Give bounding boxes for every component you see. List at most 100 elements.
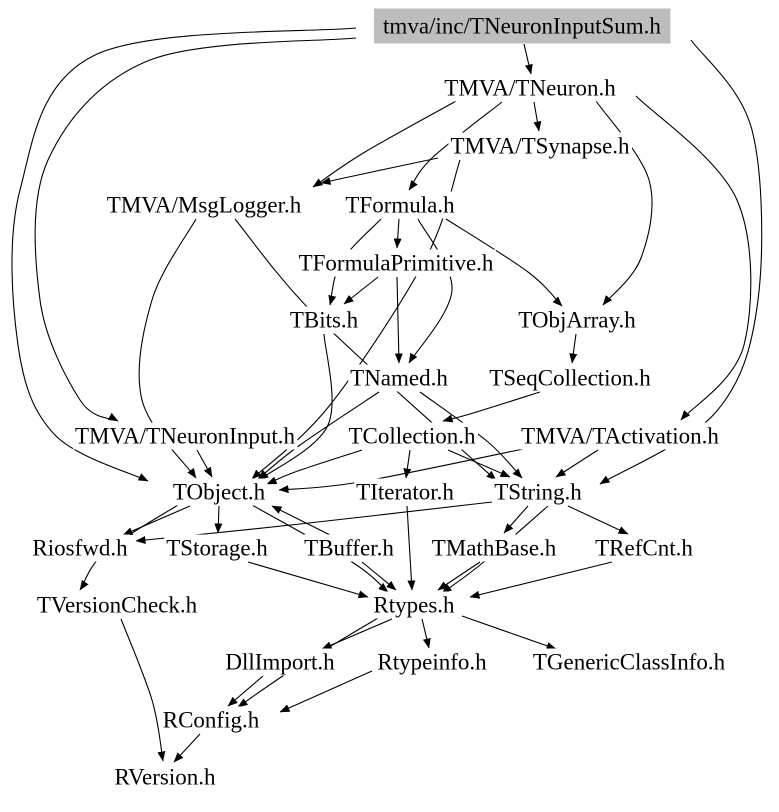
node-TFormula[interactable]: TFormula.h: [343, 191, 458, 219]
node-DllImport[interactable]: DllImport.h: [223, 648, 338, 676]
edge-TFormula-to-TObjArray: [445, 218, 563, 307]
node-Rtypes[interactable]: Rtypes.h: [371, 591, 458, 619]
node-TNamed[interactable]: TNamed.h: [348, 364, 451, 392]
node-label-TIterator[interactable]: TIterator.h: [356, 480, 454, 505]
edge-TNeuron-to-TFormula: [408, 101, 503, 191]
node-Riosfwd[interactable]: Riosfwd.h: [30, 534, 131, 562]
edge-TNeuron-to-TActivation: [635, 95, 752, 421]
node-TVersionCheck[interactable]: TVersionCheck.h: [34, 591, 200, 619]
node-bg-TMathBase: [429, 534, 559, 562]
node-bg-TRefCnt: [593, 534, 696, 562]
node-label-TBits[interactable]: TBits.h: [290, 308, 359, 333]
node-bg-TObject: [170, 478, 268, 506]
root-node-box: [374, 8, 671, 44]
node-bg-TFormula: [343, 191, 458, 219]
node-TStorage[interactable]: TStorage.h: [164, 534, 271, 562]
node-label-TNamed[interactable]: TNamed.h: [350, 366, 448, 391]
node-TBits[interactable]: TBits.h: [287, 306, 361, 334]
node-bg-Rtypes: [371, 591, 458, 619]
node-TNeuronInputSum: tmva/inc/TNeuronInputSum.h: [374, 8, 671, 44]
node-TRefCnt[interactable]: TRefCnt.h: [593, 534, 696, 562]
edge-TSeqCollection-to-TCollection: [442, 391, 541, 423]
node-label-TNeuronInput[interactable]: TMVA/TNeuronInput.h: [75, 424, 295, 449]
edge-TNeuronInput-to-TObject: [196, 449, 213, 478]
node-label-Rtypeinfo[interactable]: Rtypeinfo.h: [377, 650, 487, 675]
node-label-TSynapse[interactable]: TMVA/TSynapse.h: [450, 134, 630, 159]
node-TNeuronInput[interactable]: TMVA/TNeuronInput.h: [73, 422, 298, 450]
node-bg-TNeuronInput: [73, 422, 298, 450]
node-TFormulaPrimitive[interactable]: TFormulaPrimitive.h: [296, 249, 496, 277]
node-label-TRefCnt[interactable]: TRefCnt.h: [595, 536, 693, 561]
edge-TNamed-to-TObject: [257, 391, 380, 480]
node-TIterator[interactable]: TIterator.h: [354, 478, 457, 506]
node-TGenericClassInfo[interactable]: TGenericClassInfo.h: [530, 648, 728, 676]
node-label-TActivation[interactable]: TMVA/TActivation.h: [521, 424, 719, 449]
edge-TNeuronInputSum-to-TNeuron: [523, 43, 533, 75]
node-TNeuron[interactable]: TMVA/TNeuron.h: [442, 74, 619, 102]
edge-TBuffer-to-Rtypes: [361, 561, 397, 591]
edge-TNamed-to-TString: [419, 391, 523, 479]
node-Rtypeinfo[interactable]: Rtypeinfo.h: [375, 648, 490, 676]
node-label-TStorage[interactable]: TStorage.h: [166, 536, 268, 561]
node-MsgLogger[interactable]: TMVA/MsgLogger.h: [104, 191, 304, 219]
node-TSeqCollection[interactable]: TSeqCollection.h: [487, 364, 654, 392]
node-bg-TString: [492, 478, 585, 506]
node-label-TNeuron[interactable]: TMVA/TNeuron.h: [444, 76, 616, 101]
edge-TBits-to-TObject: [258, 333, 333, 481]
edge-TNeuron-to-TSynapse: [533, 101, 542, 132]
node-label-TObjArray[interactable]: TObjArray.h: [518, 308, 636, 333]
edge-TFormula-to-TNamed: [408, 218, 453, 364]
node-TCollection[interactable]: TCollection.h: [346, 422, 479, 450]
node-TObjArray[interactable]: TObjArray.h: [516, 306, 639, 334]
node-label-TVersionCheck[interactable]: TVersionCheck.h: [37, 593, 198, 618]
edge-TVersionCheck-to-RVersion: [120, 618, 166, 762]
node-TActivation[interactable]: TMVA/TActivation.h: [519, 422, 722, 450]
node-bg-TStorage: [164, 534, 271, 562]
node-TSynapse[interactable]: TMVA/TSynapse.h: [448, 132, 633, 160]
node-label-TFormula[interactable]: TFormula.h: [345, 193, 455, 218]
edge-MsgLogger-to-TString: [234, 218, 497, 481]
edge-TIterator-to-Rtypes: [406, 505, 416, 591]
node-TBuffer[interactable]: TBuffer.h: [302, 534, 397, 562]
node-label-TMathBase[interactable]: TMathBase.h: [432, 536, 557, 561]
node-bg-TBits: [287, 306, 361, 334]
node-label-Riosfwd[interactable]: Riosfwd.h: [32, 536, 128, 561]
node-label-DllImport[interactable]: DllImport.h: [225, 650, 335, 675]
edge-TFormula-to-TFormulaPrimitive: [393, 218, 402, 249]
node-label-TFormulaPrimitive[interactable]: TFormulaPrimitive.h: [299, 251, 494, 276]
node-label-RVersion[interactable]: RVersion.h: [114, 765, 216, 790]
node-bg-TCollection: [346, 422, 479, 450]
node-bg-TActivation: [519, 422, 722, 450]
edge-TString-to-TMathBase: [503, 505, 529, 534]
node-label-TGenericClassInfo[interactable]: TGenericClassInfo.h: [533, 650, 726, 675]
edge-TRefCnt-to-Rtypes: [469, 561, 613, 599]
edge-TObjArray-to-TSeqCollection: [569, 333, 578, 364]
node-TObject[interactable]: TObject.h: [170, 478, 268, 506]
node-TString[interactable]: TString.h: [492, 478, 585, 506]
node-label-MsgLogger[interactable]: TMVA/MsgLogger.h: [107, 193, 302, 218]
node-RConfig[interactable]: RConfig.h: [160, 706, 262, 734]
edge-TNeuronInputSum-to-TNeuronInput: [34, 37, 357, 422]
node-label-TBuffer[interactable]: TBuffer.h: [304, 536, 394, 561]
edge-TObject-to-Riosfwd: [122, 505, 191, 536]
node-label-Rtypes[interactable]: Rtypes.h: [373, 593, 455, 618]
node-TMathBase[interactable]: TMathBase.h: [429, 534, 559, 562]
edge-TMathBase-to-Rtypes: [437, 561, 481, 591]
edge-Rtypeinfo-to-RConfig: [279, 670, 373, 713]
node-bg-Riosfwd: [30, 534, 131, 562]
node-bg-MsgLogger: [104, 191, 304, 219]
node-RVersion[interactable]: RVersion.h: [112, 763, 219, 791]
node-bg-TGenericClassInfo: [530, 648, 728, 676]
node-label-TNeuronInputSum: tmva/inc/TNeuronInputSum.h: [383, 14, 661, 39]
node-bg-TNeuron: [442, 74, 619, 102]
node-label-RConfig[interactable]: RConfig.h: [163, 708, 260, 733]
node-label-TCollection[interactable]: TCollection.h: [348, 424, 476, 449]
node-label-TSeqCollection[interactable]: TSeqCollection.h: [489, 366, 651, 391]
node-bg-TBuffer: [302, 534, 397, 562]
node-label-TObject[interactable]: TObject.h: [173, 480, 266, 505]
edge-TActivation-to-TString: [555, 449, 599, 478]
node-label-TString[interactable]: TString.h: [494, 480, 582, 505]
